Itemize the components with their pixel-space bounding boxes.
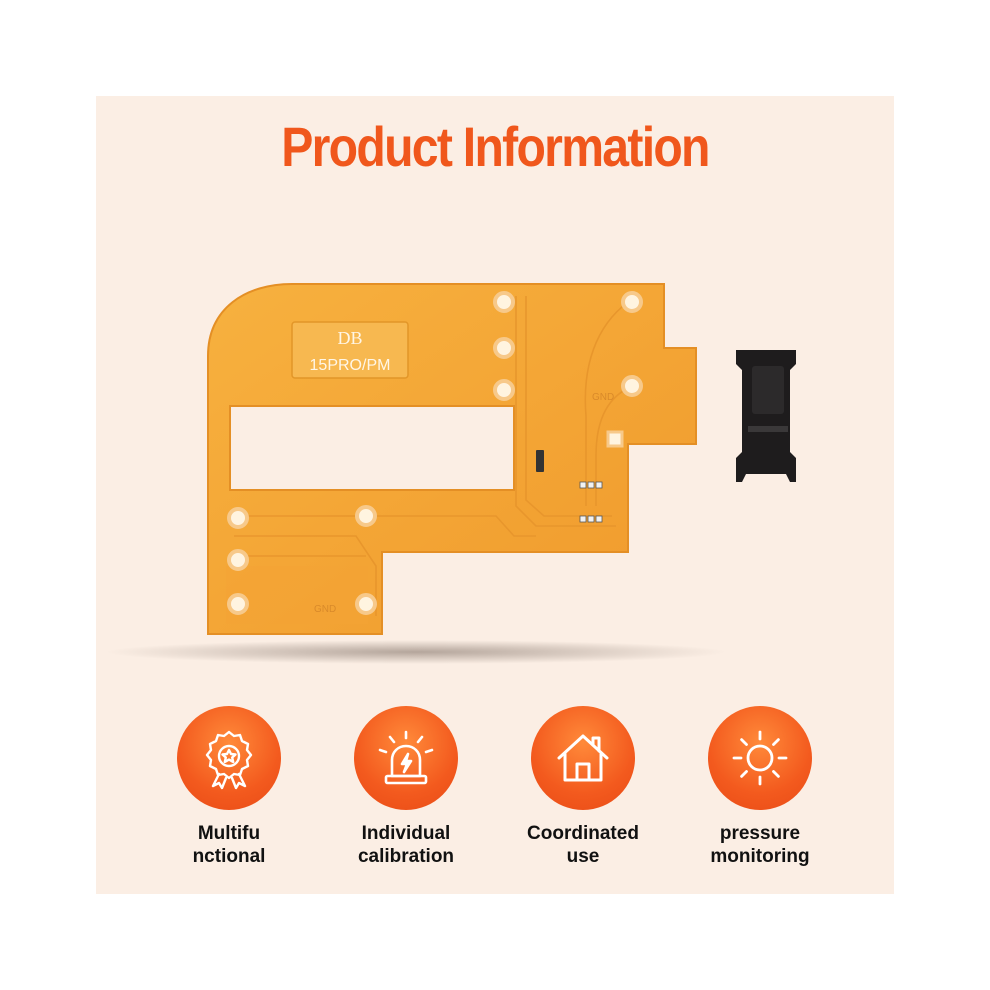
- product-info-panel: Product Information DB 15PRO/PM: [96, 96, 894, 894]
- pad: [493, 379, 515, 401]
- pad: [621, 375, 643, 397]
- feature-label: Individual calibration: [357, 823, 455, 867]
- feature-icon-circle: [354, 706, 458, 810]
- board-label-line2: 15PRO/PM: [310, 357, 391, 374]
- feature-icon-circle: [708, 706, 812, 810]
- feature-label: Multifu nctional: [192, 823, 266, 867]
- board-label-box: [291, 321, 409, 379]
- pad: [493, 291, 515, 313]
- feature-icon-circle: [531, 706, 635, 810]
- smd-component: [536, 450, 544, 472]
- pad: [227, 593, 249, 615]
- feature-multifunctional: Multifu nctional: [144, 706, 314, 868]
- award-ribbon-icon: [205, 730, 253, 790]
- black-chip: [736, 350, 796, 482]
- gnd-label-bottom: GND: [314, 604, 336, 615]
- feature-label: Coordinated use: [527, 823, 639, 867]
- pad: [355, 505, 377, 527]
- pad: [621, 291, 643, 313]
- gnd-label-right: GND: [592, 392, 614, 403]
- pad: [227, 507, 249, 529]
- feature-individual-calibration: Individual calibration: [321, 706, 491, 868]
- pad: [355, 593, 377, 615]
- flex-board: DB 15PRO/PM: [207, 283, 697, 635]
- feature-coordinated-use: Coordinated use: [498, 706, 668, 868]
- feature-pressure-monitoring: pressure monitoring: [675, 706, 845, 868]
- home-icon: [557, 734, 609, 782]
- pad: [227, 549, 249, 571]
- board-label-line1: DB: [337, 328, 362, 348]
- sun-icon: [732, 730, 788, 786]
- page-title: Product Information: [281, 115, 710, 178]
- features-row: Multifu nctional Individual cal: [96, 706, 894, 876]
- alarm-light-icon: [378, 730, 434, 785]
- product-image: DB 15PRO/PM: [106, 283, 796, 664]
- board-shadow: [106, 640, 726, 664]
- pad: [493, 337, 515, 359]
- feature-label: pressure monitoring: [710, 823, 810, 867]
- feature-icon-circle: [177, 706, 281, 810]
